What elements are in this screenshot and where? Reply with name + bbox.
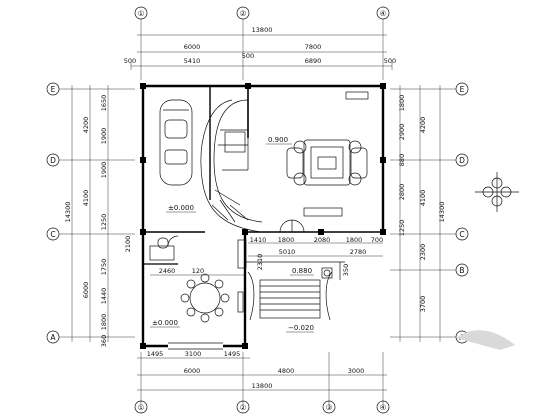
right-dim-2900-a: 2900 [398, 124, 406, 141]
left-dim-4200: 4200 [82, 117, 90, 134]
left-dim-1900-a: 1900 [100, 128, 108, 145]
dim-2460: 2460 [159, 267, 176, 275]
dim-2780: 2780 [350, 248, 367, 256]
axis-3-bottom: ③ [326, 403, 333, 412]
level-marks: ±0.000 0.900 0.880 ±0.000 −0.020 [150, 136, 314, 333]
level-entry: 0.880 [292, 267, 312, 275]
top-dim-6890: 6890 [305, 57, 322, 65]
axis-1-top: ① [138, 9, 145, 18]
sofa-set-icon [286, 91, 369, 217]
dim-1410: 1410 [250, 236, 267, 244]
axis-2-top: ② [240, 9, 247, 18]
living-door-icon [279, 219, 305, 233]
dim-120: 120 [192, 267, 204, 275]
top-dim-7800: 7800 [305, 43, 322, 51]
top-dim-6000: 6000 [184, 43, 201, 51]
level-living: 0.900 [268, 136, 288, 144]
bottom-total-dim: 13800 [252, 382, 273, 390]
right-dim-2800: 2800 [398, 184, 406, 201]
left-dim-6000: 6000 [82, 282, 90, 299]
top-dim-5410: 5410 [184, 57, 201, 65]
dim-1800-b: 1800 [346, 236, 363, 244]
axis-D-right: D [459, 156, 465, 165]
north-arrow-icon [475, 172, 519, 212]
car-icon [159, 99, 193, 186]
shadow-mark [456, 330, 515, 350]
dim-700: 700 [371, 236, 383, 244]
entry-steps [245, 261, 345, 321]
top-dim-500-right: 500 [384, 57, 396, 65]
left-dim-1900-b: 1900 [100, 162, 108, 179]
right-dim-1800: 1800 [398, 95, 406, 112]
right-dim-1250: 1250 [398, 220, 406, 237]
spiral-stair [200, 99, 263, 233]
axis-D-left: D [50, 156, 56, 165]
bottom-dim-1495-left: 1495 [147, 350, 164, 358]
top-dim-500-left: 500 [124, 57, 136, 65]
dim-2310: 2310 [256, 254, 264, 271]
bottom-dim-4800: 4800 [278, 367, 295, 375]
bathroom-fixtures [157, 235, 247, 269]
bottom-dim-3000: 3000 [348, 367, 365, 375]
right-outer-dim: 14300 [438, 202, 446, 223]
dining-table-icon [149, 245, 244, 323]
axis-2-bottom: ② [240, 403, 247, 412]
right-dim-3700: 3700 [419, 296, 427, 313]
top-total-dim: 13800 [252, 26, 273, 34]
dim-2080: 2080 [314, 236, 331, 244]
left-dim-4100: 4100 [82, 190, 90, 207]
left-dim-1800: 1800 [100, 314, 108, 331]
left-outer-dim: 14300 [64, 202, 72, 223]
right-dimension-chain: E D C B A 1800 2900 880 2800 1250 4200 4… [390, 82, 469, 344]
axis-E-right: E [460, 85, 465, 94]
axis-4-top: ④ [380, 9, 387, 18]
dim-350: 350 [342, 264, 350, 276]
axis-B-right: B [459, 266, 464, 275]
left-dim-1750: 1750 [100, 259, 108, 276]
dim-2100: 2100 [124, 236, 132, 253]
bottom-dim-6000: 6000 [184, 367, 201, 375]
interior-dims: 1410 1800 2080 1800 700 5010 2780 2460 1… [124, 236, 383, 276]
level-garage: ±0.000 [168, 204, 194, 212]
top-dim-500-mid: 500 [242, 52, 254, 60]
left-dim-360: 360 [100, 335, 108, 347]
axis-C-right: C [459, 230, 464, 239]
dim-1800-a: 1800 [278, 236, 295, 244]
left-dim-1250: 1250 [100, 214, 108, 231]
building-outline [140, 83, 386, 349]
right-dim-4200: 4200 [419, 117, 427, 134]
right-dim-880: 880 [398, 154, 406, 166]
level-outside: −0.020 [288, 324, 314, 332]
left-dim-1650: 1650 [100, 95, 108, 112]
front-door-icon [168, 342, 223, 350]
left-dim-1440: 1440 [100, 288, 108, 305]
right-dim-4100: 4100 [419, 190, 427, 207]
top-dimension-chain: ① ② ④ 13800 6000 7800 500 5410 500 6890 … [124, 6, 396, 80]
left-dimension-chain: E D C A 14300 4200 4100 6000 1650 1900 1… [46, 82, 135, 347]
bottom-dimension-chain: 1495 3100 1495 6000 4800 3000 13800 ① ② … [134, 350, 390, 414]
axis-E-left: E [51, 85, 56, 94]
axis-4-bottom: ④ [380, 403, 387, 412]
dim-5010: 5010 [279, 248, 296, 256]
right-dim-2300: 2300 [419, 244, 427, 261]
axis-1-bottom: ① [138, 403, 145, 412]
bottom-dim-3100: 3100 [185, 350, 202, 358]
axis-A-left: A [50, 333, 56, 342]
bottom-dim-1495-right: 1495 [224, 350, 241, 358]
axis-C-left: C [50, 230, 55, 239]
level-dining: ±0.000 [152, 319, 178, 327]
